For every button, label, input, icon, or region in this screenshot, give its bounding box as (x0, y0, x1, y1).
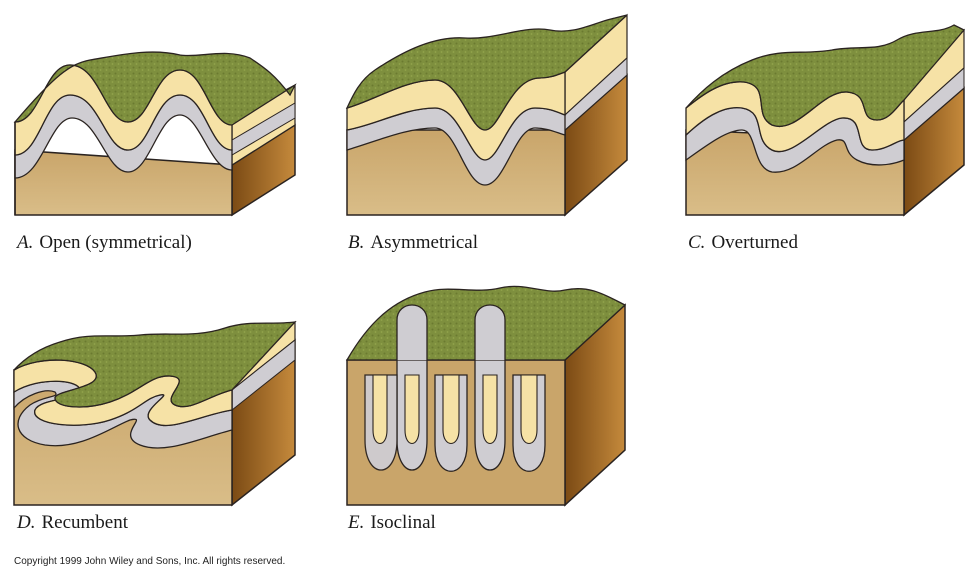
caption-a: A. Open (symmetrical) (17, 232, 192, 254)
copyright-notice: Copyright 1999 John Wiley and Sons, Inc.… (14, 556, 285, 567)
fold-diagram-asymmetrical (335, 0, 635, 225)
caption-a-label: Open (symmetrical) (39, 232, 191, 253)
caption-b: B. Asymmetrical (348, 232, 478, 254)
caption-e: E. Isoclinal (348, 512, 436, 534)
fold-diagram-overturned (672, 0, 972, 225)
caption-d-label: Recumbent (41, 512, 128, 533)
fold-diagram-open (0, 0, 310, 225)
caption-e-label: Isoclinal (370, 512, 435, 533)
caption-b-letter: B. (348, 232, 364, 253)
caption-d-letter: D. (17, 512, 35, 533)
fold-diagram-isoclinal (335, 280, 635, 510)
caption-c-letter: C. (688, 232, 705, 253)
caption-a-letter: A. (17, 232, 33, 253)
caption-d: D. Recumbent (17, 512, 128, 534)
caption-c: C. Overturned (688, 232, 798, 254)
fold-diagram-recumbent (0, 280, 310, 510)
caption-b-label: Asymmetrical (370, 232, 478, 253)
caption-c-label: Overturned (711, 232, 798, 253)
caption-e-letter: E. (348, 512, 364, 533)
